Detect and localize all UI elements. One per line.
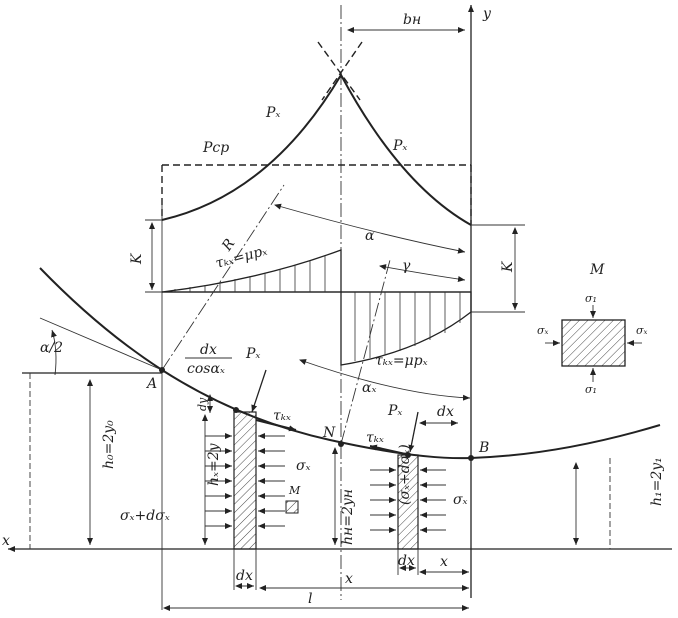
alpha-x-label: αₓ <box>362 380 376 396</box>
point-strip-b-dot <box>405 452 411 458</box>
px-a-label: Pₓ <box>245 346 260 362</box>
point-n-label: N <box>322 425 336 441</box>
tau-arrow-1 <box>255 419 297 432</box>
gamma-line <box>340 259 391 445</box>
px-right-label: Pₓ <box>392 138 407 154</box>
pressure-curve <box>161 72 472 226</box>
element-strip-left <box>233 411 257 550</box>
px-arrow-a <box>251 369 267 413</box>
peak-dash-2 <box>321 41 363 101</box>
sigma-inset-right: σₓ <box>636 324 648 337</box>
k-dim-left <box>145 219 162 293</box>
sigma-x-right-label: σₓ <box>453 492 468 508</box>
alpha-label: α <box>365 228 375 244</box>
dx-bottom-1-label: dx <box>236 568 253 584</box>
l-bottom-label: l <box>308 591 312 607</box>
p-cp-rectangle <box>161 164 472 225</box>
dx-bottom-2-label: dx <box>398 553 415 569</box>
x-bottom-label: x <box>345 571 353 587</box>
k-right-label: K <box>500 260 516 273</box>
sigma-inset-bottom: σ₁ <box>585 383 597 396</box>
point-a-label: A <box>145 376 157 392</box>
exit-strip <box>573 458 611 549</box>
dx-right-label: dx <box>437 404 454 420</box>
point-b-label: B <box>478 440 489 456</box>
h0-label: h₀=2y₀ <box>101 420 117 469</box>
point-strip-dot <box>233 407 239 413</box>
sigma-paren-label: (σₓ+dσₓ) <box>397 444 413 505</box>
dx-frac-den: cosαₓ <box>187 361 225 377</box>
m-small-element <box>285 500 299 514</box>
y-axis-label: y <box>482 6 492 22</box>
alpha-arc <box>274 203 466 254</box>
k-left-label: K <box>129 252 145 265</box>
px-top-label: Pₓ <box>265 105 280 121</box>
k-dim-right <box>471 224 525 313</box>
dx-frac-num: dx <box>200 342 217 358</box>
gamma-label: γ <box>402 258 411 274</box>
point-n-dot <box>338 441 344 447</box>
alpha-half-line <box>39 317 163 371</box>
peak-dash-1 <box>317 41 361 101</box>
sigma-x-mid-label: σₓ <box>296 458 311 474</box>
sigma-arrows-left-element <box>205 433 285 529</box>
m-small-label: M <box>288 484 301 497</box>
bn-label: bн <box>403 12 421 28</box>
roll-contact-curve <box>39 267 661 460</box>
tau-kx-1-label: τₖₓ <box>273 408 291 424</box>
friction-left-hatch <box>174 256 326 292</box>
tau-arrow-2 <box>369 444 411 456</box>
inset-element <box>545 305 642 382</box>
sigma-x-dsigma-label: σₓ+dσₓ <box>120 508 170 524</box>
m-inset-label: M <box>589 262 605 278</box>
alpha-half-label: α/2 <box>40 340 63 356</box>
tau-right-label: τₖₓ=μpₓ <box>375 353 428 369</box>
dy-label: dy <box>196 397 209 411</box>
pcp-label: Pcp <box>202 140 229 156</box>
x-axis-label: x <box>2 533 10 549</box>
bottom-dimensions <box>163 549 469 611</box>
hx-label: hₓ=2y <box>206 442 222 486</box>
px-arrow-b <box>408 411 419 453</box>
h1-label: h₁=2y₁ <box>649 457 665 506</box>
entry-strip <box>22 372 162 549</box>
px-b-label: Pₓ <box>387 403 402 419</box>
point-a-dot <box>159 367 165 373</box>
alpha-half-arc <box>51 329 57 376</box>
radius-line <box>161 184 285 371</box>
point-b-dot <box>468 455 474 461</box>
sigma-inset-top: σ₁ <box>585 292 597 305</box>
sigma-arrows-right-element <box>370 467 446 533</box>
friction-right-hatch <box>354 292 461 361</box>
hn-label: hн=2yн <box>340 489 356 545</box>
sigma-inset-left: σₓ <box>537 324 549 337</box>
gamma-arc <box>379 264 466 282</box>
x-bottom-right-label: x <box>440 554 448 570</box>
tau-kx-2-label: τₖₓ <box>366 430 384 446</box>
alpha-x-arc <box>299 359 471 401</box>
